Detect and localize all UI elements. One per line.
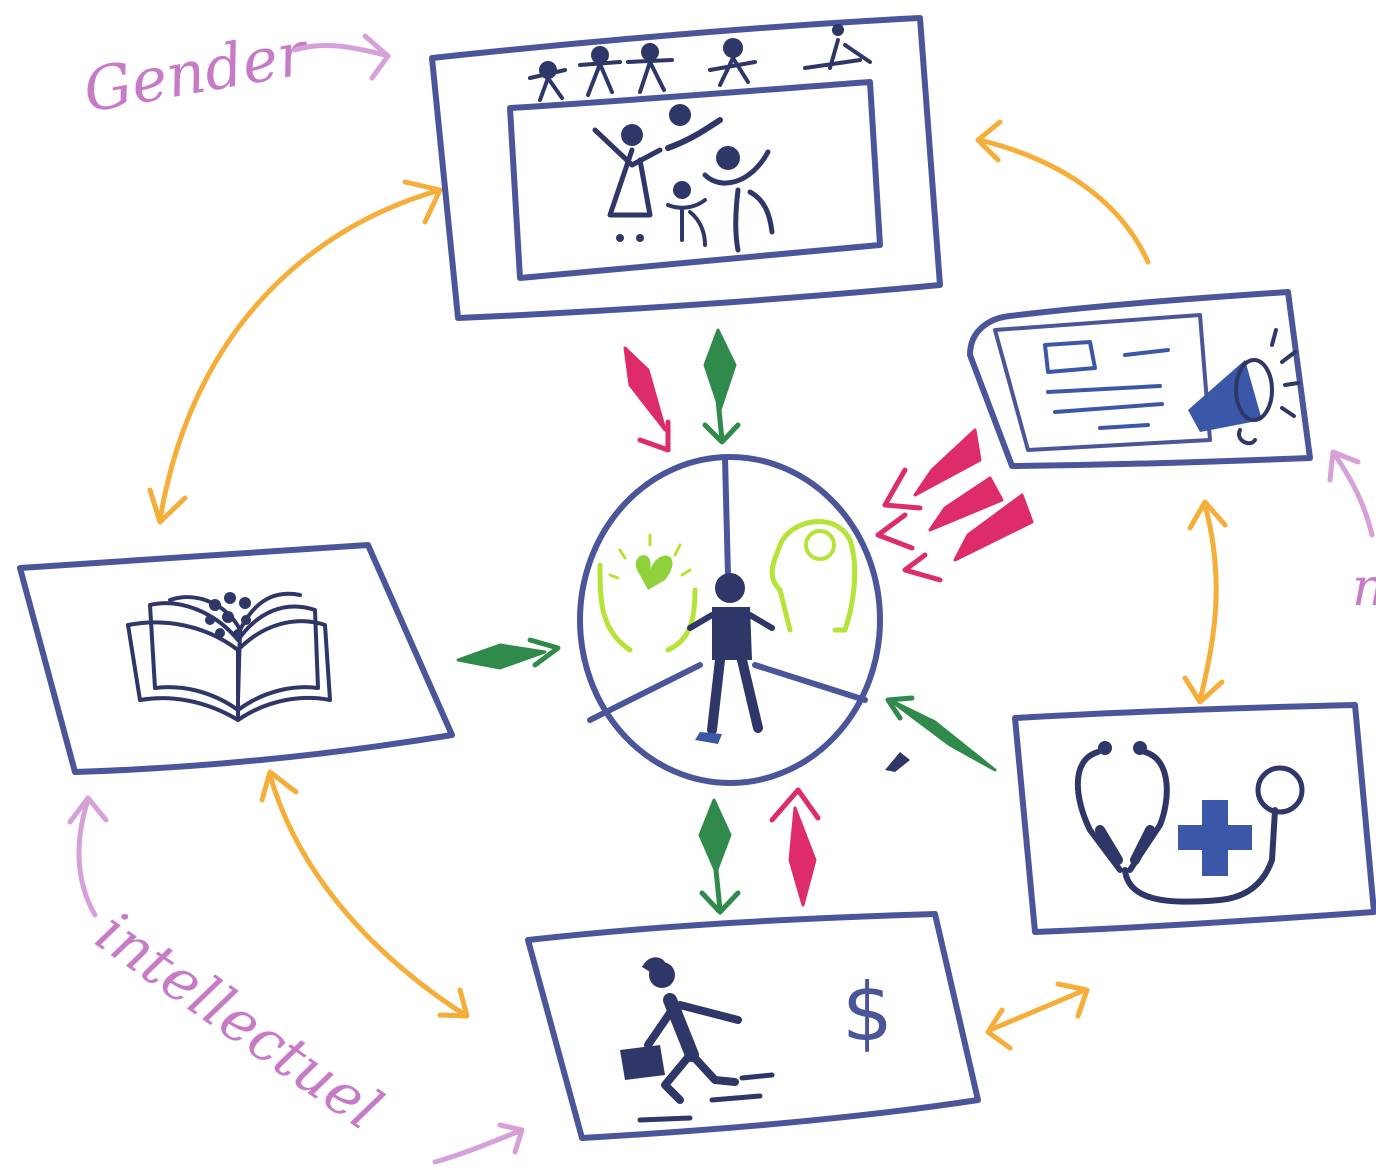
education-box (17, 542, 455, 775)
orange-arrow-media-health (1182, 499, 1228, 705)
media-box (967, 289, 1313, 469)
orange-arrow-education-employment (259, 769, 470, 1019)
intellectual-arrow-right (432, 1122, 525, 1165)
health-box (1012, 702, 1376, 935)
intellectual-arrow-up (67, 795, 109, 918)
gender-arrow (292, 33, 391, 81)
megaphone-icon (1188, 328, 1300, 446)
orange-arrow-media-social (975, 119, 1151, 265)
social-box (429, 15, 943, 321)
green-arrow-social-person (702, 328, 741, 445)
green-arrow-employment-person (698, 798, 741, 915)
mind-head-icon (769, 519, 858, 633)
gender-label: Gender (78, 18, 315, 127)
red-arrow-social-person (623, 346, 671, 453)
family-group-icon (528, 24, 872, 253)
employment-box (525, 911, 981, 1141)
green-arrow-health-person (885, 695, 997, 772)
person-wellbeing-circle (577, 454, 883, 786)
right-pink-arrow (1327, 449, 1375, 538)
stethoscope-icon (1074, 741, 1305, 905)
businesswoman-stairs-dollar-icon: $ (620, 957, 893, 1123)
screen-megaphone-icon (1043, 328, 1300, 446)
person-icon (687, 573, 775, 744)
crowd-icon (528, 24, 872, 102)
medical-cross-icon (1178, 800, 1252, 876)
red-arrows-media-person (875, 428, 1034, 583)
brain-icon (205, 592, 251, 639)
orange-arrow-social-education (147, 179, 443, 525)
heart-hands-icon (597, 533, 698, 653)
intellectual-label: intellectuel (84, 898, 394, 1144)
green-arrow-education-person (456, 637, 561, 670)
ink-smudge (885, 752, 910, 772)
orange-arrow-employment-health (985, 981, 1090, 1051)
stethoscope-medical-cross-icon (1074, 741, 1305, 905)
open-book-brain-icon (126, 591, 332, 722)
red-arrow-employment-person (769, 787, 821, 907)
cut-off-label: n (1352, 558, 1376, 618)
dollar-icon: $ (842, 966, 893, 1059)
